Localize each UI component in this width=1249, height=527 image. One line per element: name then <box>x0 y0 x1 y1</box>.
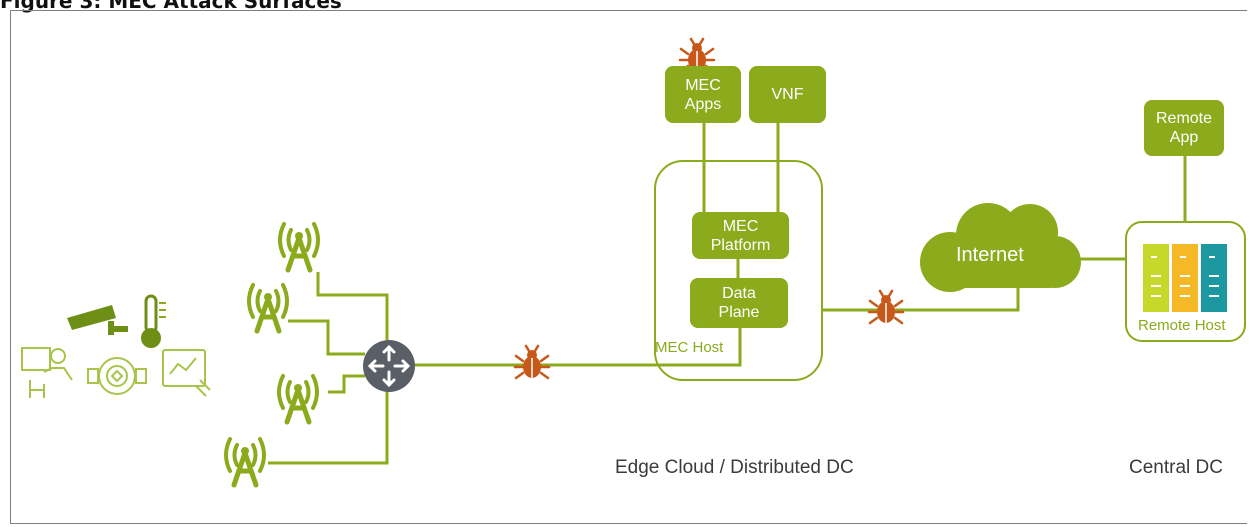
cloud-icon <box>920 203 1081 292</box>
mec-host-label: MEC Host <box>655 339 724 356</box>
remote-host-label: Remote Host <box>1138 317 1226 334</box>
router-icon <box>363 340 415 392</box>
cell-tower-icon <box>280 224 318 270</box>
internet-label: Internet <box>956 244 1024 266</box>
meter-icon <box>87 357 147 395</box>
mec-platform-node: MEC Platform <box>692 212 789 259</box>
cell-tower-icon <box>279 376 317 422</box>
cell-tower-icon <box>226 439 264 485</box>
camera-icon <box>67 305 128 335</box>
edge-cloud-region-label: Edge Cloud / Distributed DC <box>615 457 854 478</box>
mec-host-container <box>654 160 823 381</box>
central-dc-region-label: Central DC <box>1129 457 1223 478</box>
figure-title: Figure 3: MEC Attack Surfaces <box>0 0 342 13</box>
data-plane-node: Data Plane <box>690 278 788 328</box>
tablet-icon <box>162 349 211 397</box>
server-rack-icon <box>1143 244 1227 312</box>
connection-lines <box>268 123 1187 465</box>
mec-apps-node: MEC Apps <box>665 66 741 123</box>
bug-icon <box>867 289 905 325</box>
figure-frame <box>10 10 1247 524</box>
thermometer-icon <box>141 294 166 348</box>
vnf-node: VNF <box>749 66 826 123</box>
bug-icon <box>513 344 551 380</box>
central-dc-container <box>1125 221 1246 342</box>
person-icon <box>21 347 73 398</box>
remote-app-node: Remote App <box>1144 100 1224 156</box>
cell-tower-icon <box>249 285 287 331</box>
iot-devices-icon <box>21 294 211 398</box>
